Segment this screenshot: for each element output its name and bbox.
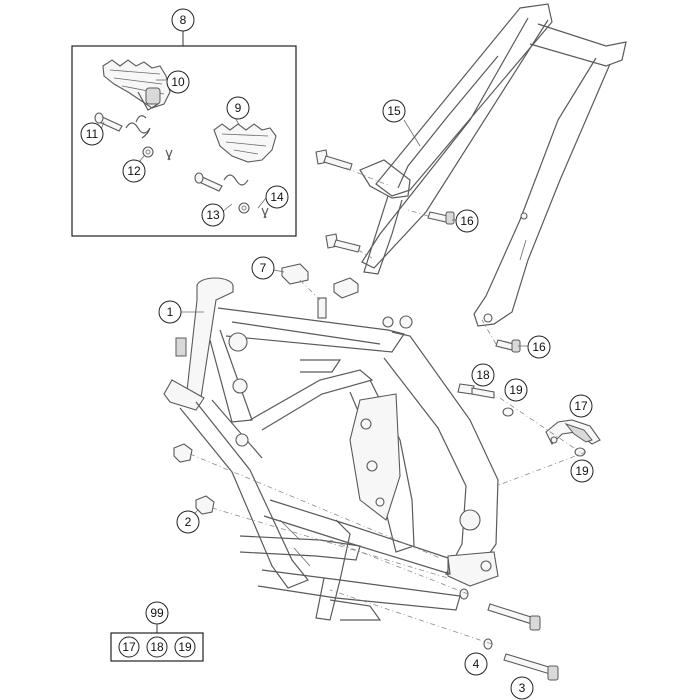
callout-16-upper: 16 (455, 209, 479, 233)
svg-text:19: 19 (178, 640, 192, 654)
svg-text:2: 2 (185, 515, 192, 529)
svg-text:17: 17 (574, 399, 588, 413)
leader-lines (99, 79, 528, 519)
svg-text:1: 1 (167, 305, 174, 319)
callout-4: 4 (464, 652, 488, 676)
callout-12: 12 (122, 159, 146, 183)
callout-7: 7 (251, 256, 275, 280)
rubber-blocks (281, 263, 359, 299)
kit-callout-18: 18 (146, 636, 168, 658)
svg-text:13: 13 (206, 208, 220, 222)
svg-text:12: 12 (127, 164, 141, 178)
chain-guide-17 (545, 419, 601, 445)
svg-text:7: 7 (260, 261, 267, 275)
kit-99-box (110, 632, 204, 662)
svg-text:17: 17 (122, 640, 136, 654)
callout-2: 2 (176, 510, 200, 534)
callout-8: 8 (171, 8, 195, 32)
callout-99: 99 (145, 601, 169, 625)
kit-callout-17: 17 (118, 636, 140, 658)
svg-text:19: 19 (509, 383, 523, 397)
bolt-3-lower (503, 653, 559, 681)
svg-text:16: 16 (532, 340, 546, 354)
callout-15: 15 (382, 99, 406, 123)
callout-1: 1 (158, 300, 182, 324)
nut-2-lower (195, 495, 215, 515)
callout-9: 9 (226, 96, 250, 120)
subframe (359, 3, 627, 327)
kit-99-group: 17 18 19 (110, 624, 204, 662)
svg-text:99: 99 (150, 606, 164, 620)
svg-text:14: 14 (270, 190, 284, 204)
main-frame (163, 277, 499, 621)
footpeg-pin (94, 112, 123, 132)
bolt-3-upper (487, 603, 541, 631)
svg-text:19: 19 (575, 464, 589, 478)
svg-text:8: 8 (180, 13, 187, 27)
callout-16-lower: 16 (527, 335, 551, 359)
svg-text:3: 3 (519, 681, 526, 695)
svg-text:9: 9 (235, 101, 242, 115)
subframe-bolt-mid (325, 233, 361, 253)
svg-text:18: 18 (476, 368, 490, 382)
washer-4-upper (459, 588, 469, 600)
callout-17: 17 (569, 394, 593, 418)
svg-text:18: 18 (150, 640, 164, 654)
subframe-bolt-upper (315, 149, 353, 171)
bolt-16-upper (427, 211, 455, 225)
svg-text:11: 11 (86, 127, 99, 141)
footpeg-pin-lower (194, 172, 269, 219)
callout-14: 14 (265, 185, 289, 209)
footpeg-spring (125, 115, 173, 161)
callout-19-lower: 19 (570, 459, 594, 483)
callout-18: 18 (471, 363, 495, 387)
footpeg-kit-box (71, 45, 297, 237)
callout-19-upper: 19 (504, 378, 528, 402)
callout-13: 13 (201, 203, 225, 227)
svg-text:15: 15 (387, 104, 401, 118)
svg-text:4: 4 (473, 657, 480, 671)
footpeg-left (102, 59, 171, 111)
callout-3: 3 (510, 676, 534, 700)
footpeg-kit-group (71, 30, 297, 237)
callout-10: 10 (166, 70, 190, 94)
washer-19-upper (502, 407, 514, 417)
callout-11: 11 (80, 122, 104, 146)
bolt-18 (457, 383, 495, 399)
svg-text:16: 16 (460, 214, 474, 228)
footpeg-right (213, 123, 277, 163)
assembly-lines (189, 167, 587, 645)
svg-text:10: 10 (171, 75, 185, 89)
nut-2-upper (173, 443, 193, 463)
bolt-16-lower (495, 339, 521, 353)
kit-callout-19: 19 (174, 636, 196, 658)
